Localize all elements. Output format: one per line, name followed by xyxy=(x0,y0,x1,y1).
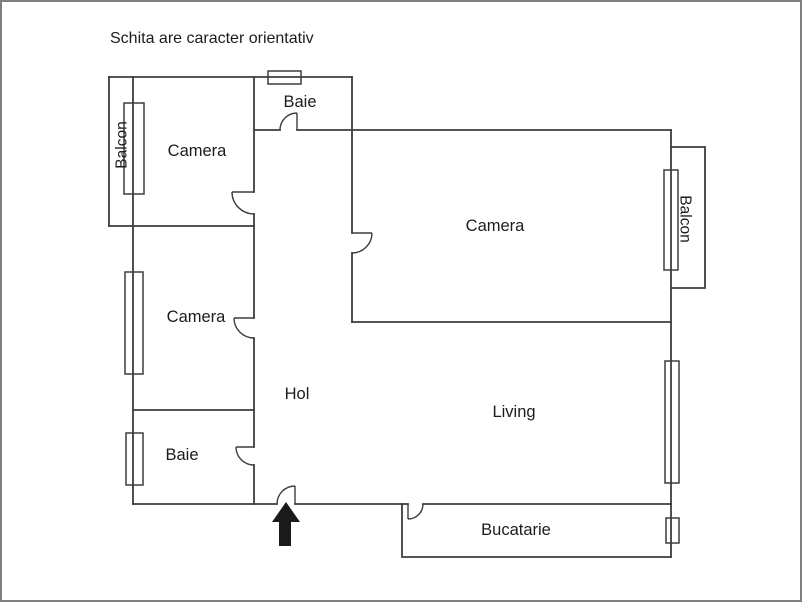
door-camera-main xyxy=(351,232,373,254)
room-labels: Camera Baie Camera Balcon Camera Baie Ho… xyxy=(114,93,694,539)
door-entrance xyxy=(276,485,296,505)
door-camera-top-left xyxy=(231,191,255,215)
entrance-arrow-icon xyxy=(272,502,300,546)
door-kitchen xyxy=(407,503,424,520)
room-label-baie-top: Baie xyxy=(283,93,316,111)
window-bottom-bathroom xyxy=(125,432,144,486)
door-baie-bottom xyxy=(235,446,255,466)
room-label-baie-bottom: Baie xyxy=(165,446,198,464)
door-camera-mid xyxy=(233,317,255,339)
room-label-balcon-left: Balcon xyxy=(114,121,131,168)
window-left-balcony xyxy=(123,102,145,195)
room-label-balcon-right: Balcon xyxy=(677,195,694,242)
room-label-bucatarie: Bucatarie xyxy=(481,521,551,539)
room-label-camera-mid-left: Camera xyxy=(167,308,227,326)
windows xyxy=(123,70,680,544)
window-top-bathroom xyxy=(267,70,302,85)
window-right-balcony xyxy=(663,169,679,271)
window-kitchen xyxy=(665,517,680,544)
room-label-camera-main: Camera xyxy=(466,217,526,235)
doors xyxy=(231,112,424,520)
window-living xyxy=(664,360,680,484)
room-label-camera-top-left: Camera xyxy=(168,142,228,160)
room-label-hol: Hol xyxy=(285,385,310,403)
page-title: Schita are caracter orientativ xyxy=(110,30,314,47)
door-baie-top xyxy=(279,112,298,131)
room-label-living: Living xyxy=(492,403,535,421)
walls xyxy=(108,76,706,558)
window-mid-camera xyxy=(124,271,144,375)
